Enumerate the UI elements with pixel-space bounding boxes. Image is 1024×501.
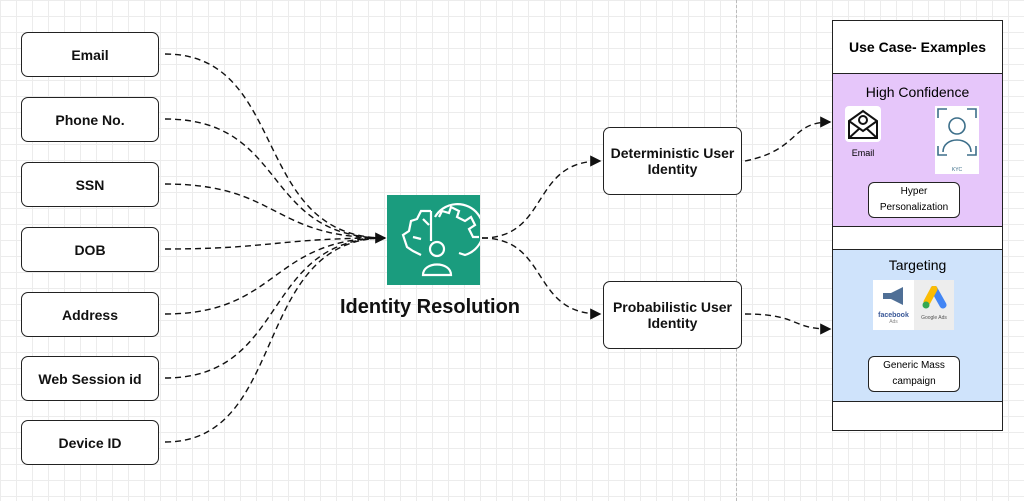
targeting-section: Targeting facebook Ads Google Ads Generi…	[833, 249, 1002, 402]
high-confidence-section: High Confidence Email KYC Hyper Personal…	[833, 74, 1002, 227]
high-confidence-title: High Confidence	[865, 84, 970, 100]
use-case-panel: Use Case- Examples High Confidence Email…	[832, 20, 1003, 431]
link-device	[164, 237, 386, 443]
facebook-ads-logo: facebook Ads	[873, 280, 914, 330]
input-address: Address	[21, 292, 159, 337]
link-det	[481, 155, 602, 239]
email-label: Email	[851, 148, 875, 158]
link-target	[744, 313, 832, 335]
link-prob	[481, 237, 602, 320]
google-ads-logo: Google Ads	[914, 280, 954, 330]
deterministic-identity: Deterministic User Identity	[603, 127, 742, 195]
hyper-personalization-box: Hyper Personalization	[868, 182, 960, 218]
input-ssn: SSN	[21, 162, 159, 207]
email-envelope-icon	[845, 106, 881, 142]
panel-title: Use Case- Examples	[833, 21, 1002, 74]
link-dob	[164, 237, 386, 250]
center-label: Identity Resolution	[340, 296, 520, 318]
google-ads-label: Google Ads	[921, 315, 947, 321]
megaphone-icon	[882, 287, 903, 305]
input-web-session: Web Session id	[21, 356, 159, 401]
brain-gear-user-icon	[387, 195, 485, 285]
kyc-label: KYC	[951, 167, 963, 173]
facebook-ads-label: Ads	[889, 319, 898, 325]
input-email: Email	[21, 32, 159, 77]
input-device-id: Device ID	[21, 420, 159, 465]
facebook-label: facebook	[878, 312, 909, 319]
link-high	[744, 116, 832, 162]
input-dob: DOB	[21, 227, 159, 272]
link-email	[164, 53, 387, 244]
link-session	[164, 237, 386, 379]
generic-mass-campaign-box: Generic Mass campaign	[868, 356, 960, 392]
divider-line	[736, 0, 737, 501]
kyc-face-scan-icon: KYC	[935, 106, 979, 174]
link-ssn	[164, 183, 386, 239]
probabilistic-identity: Probabilistic User Identity	[603, 281, 742, 349]
targeting-title: Targeting	[888, 257, 947, 273]
input-phone: Phone No.	[21, 97, 159, 142]
link-phone	[164, 118, 386, 239]
google-ads-icon	[922, 285, 947, 309]
